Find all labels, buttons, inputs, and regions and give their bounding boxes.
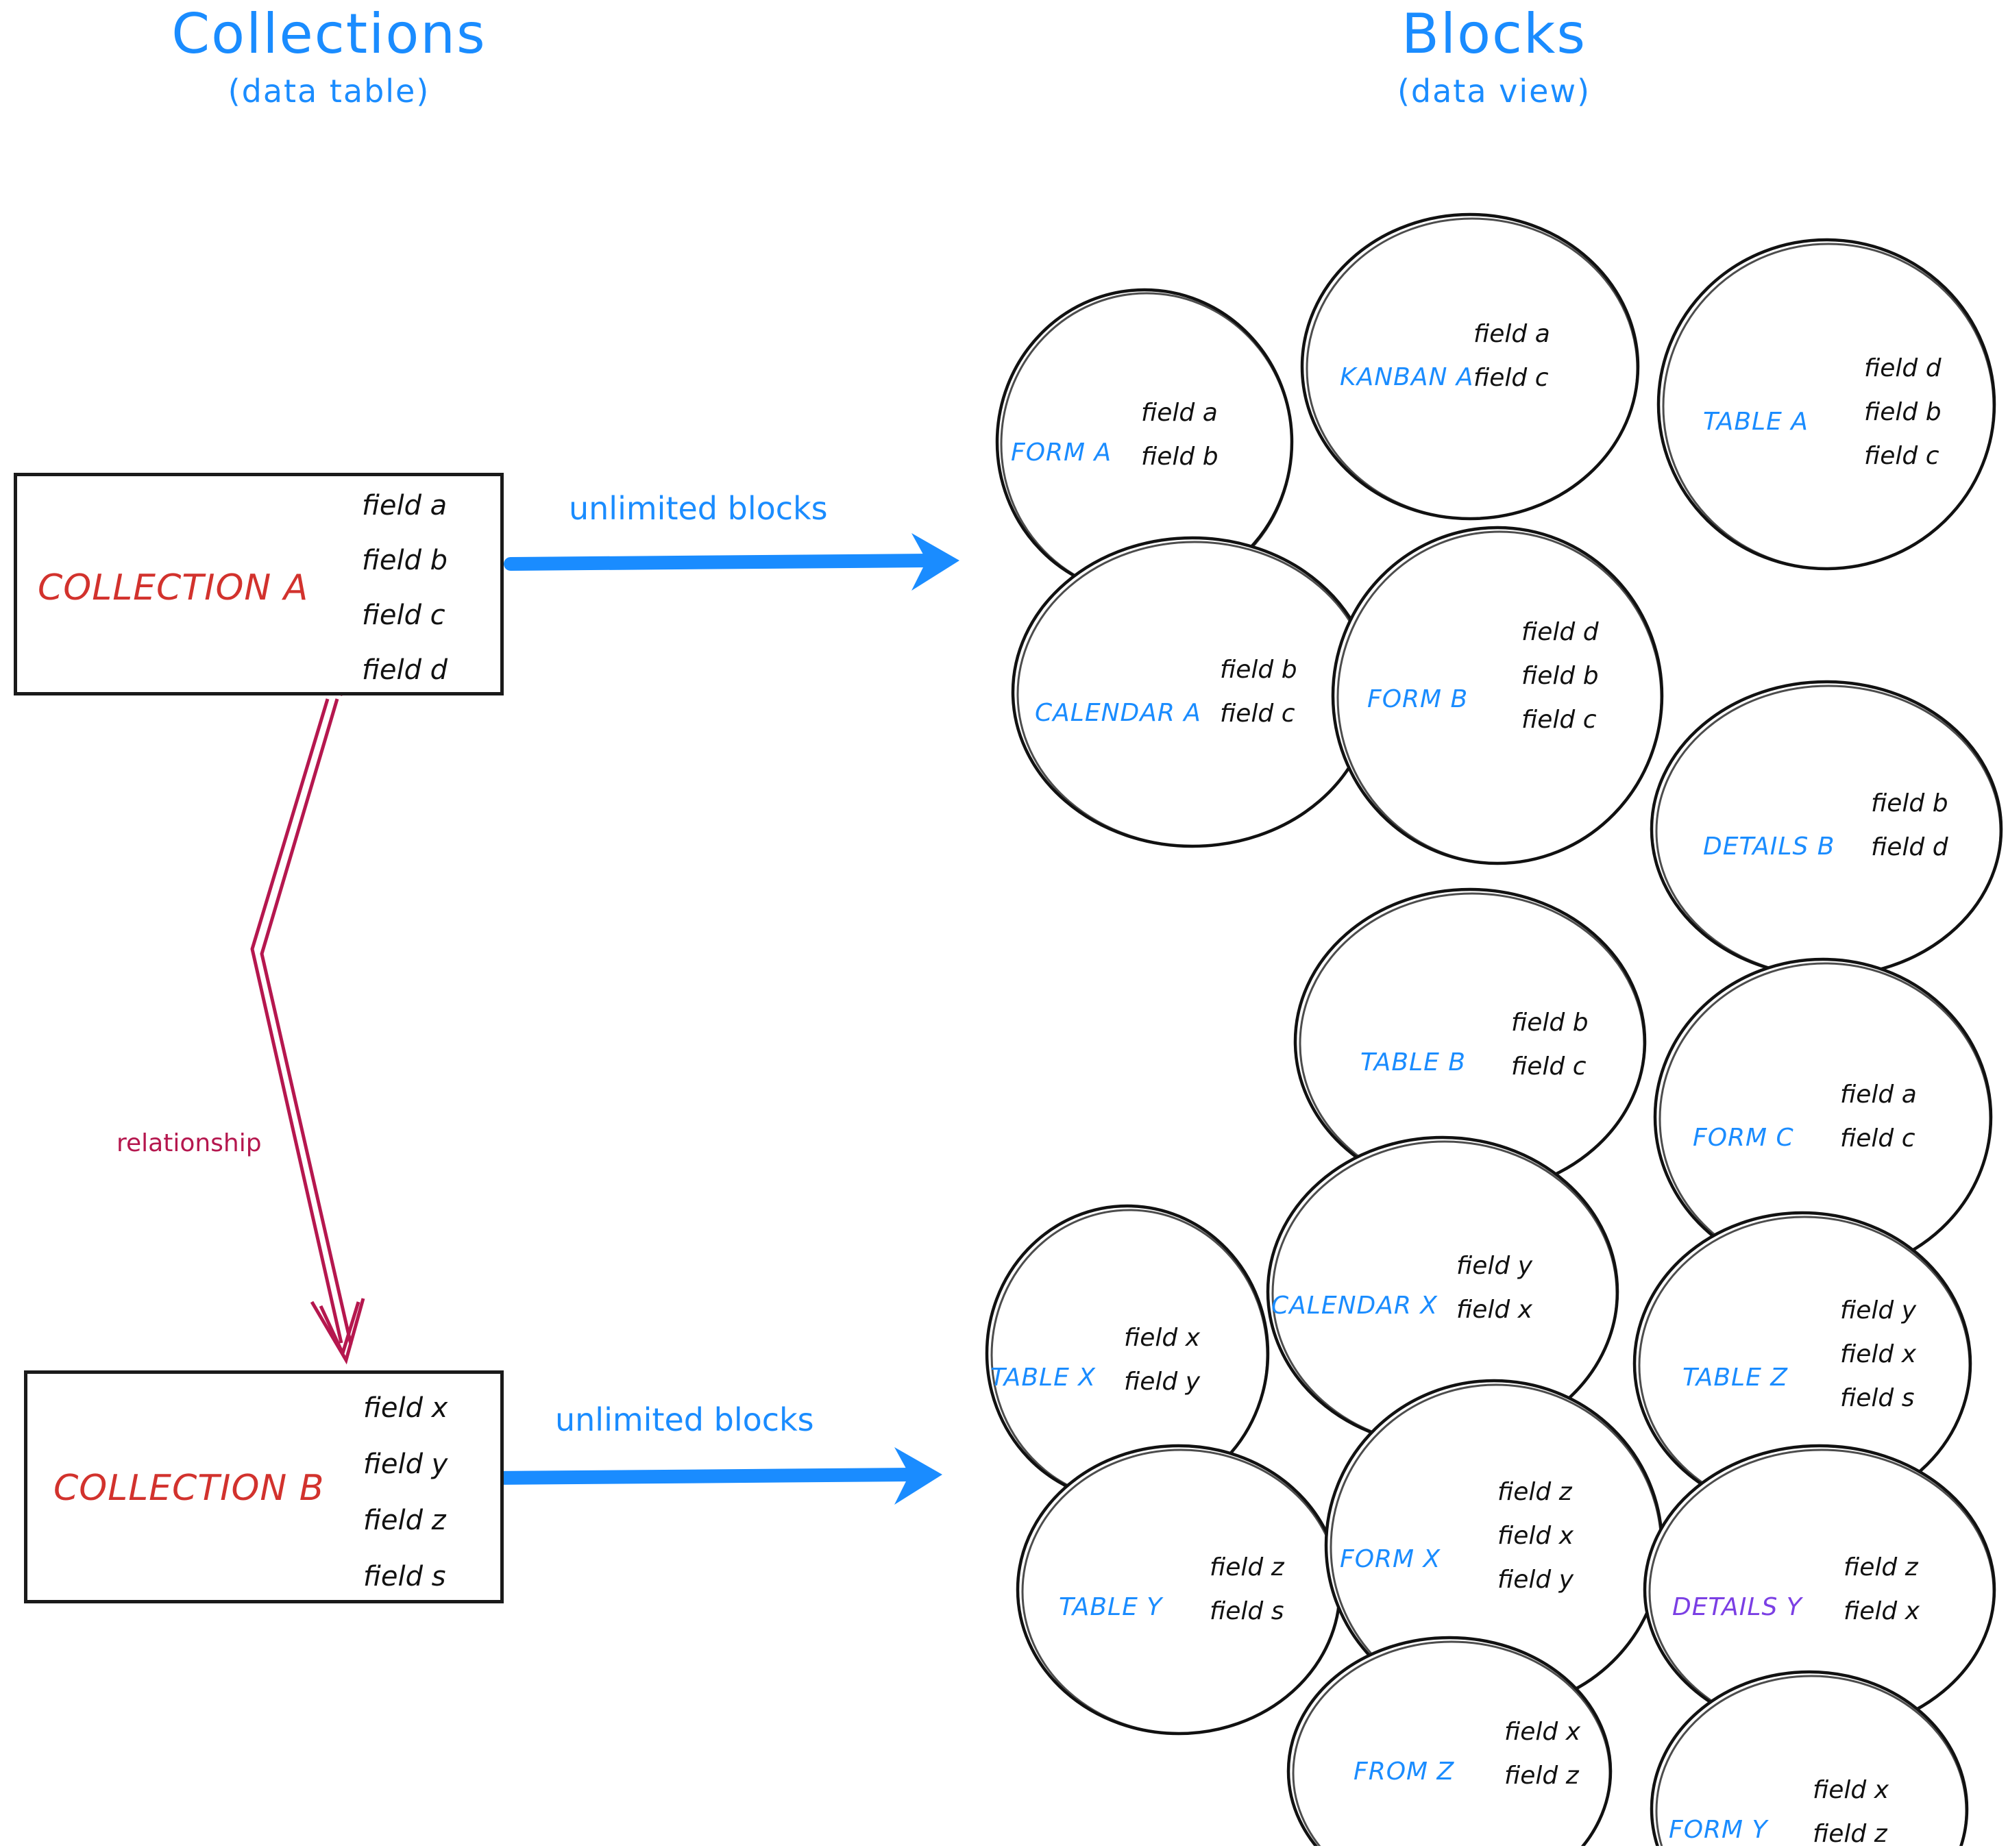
block-label-kanban-a[interactable]: KANBAN A <box>1340 363 1474 391</box>
block-field-list: field b field c <box>1220 658 1297 726</box>
blocks-subtitle: (data view) <box>1397 73 1591 110</box>
block-field: field a <box>1141 399 1218 427</box>
relationship-label: relationship <box>117 1129 262 1157</box>
block-field-list: field z field x field y <box>1497 1480 1574 1592</box>
block-field: field a <box>1840 1081 1917 1109</box>
block-field: field x <box>1504 1718 1581 1746</box>
unlimited-blocks-label-a: unlimited blocks <box>569 490 828 527</box>
block-field: field z <box>1504 1762 1579 1790</box>
block-field: field d <box>1521 618 1599 646</box>
collection-b-field-list: field x field y field z field s <box>363 1394 448 1619</box>
unlimited-blocks-arrow-2 <box>487 1447 942 1505</box>
block-field: field y <box>1124 1368 1201 1396</box>
block-field: field y <box>1497 1566 1574 1594</box>
block-field-list: field a field c <box>1840 1083 1917 1151</box>
collection-a-field-list: field a field b field c field d <box>362 492 448 711</box>
block-field-list: field b field c <box>1511 1011 1589 1079</box>
block-field: field x <box>1840 1340 1917 1368</box>
block-field-list: field x field z <box>1813 1778 1889 1847</box>
block-field: field d <box>1871 833 1948 861</box>
block-field: field y <box>1840 1296 1917 1325</box>
block-label-from-z[interactable]: FROM Z <box>1354 1758 1455 1786</box>
block-field-list: field x field z <box>1504 1720 1580 1788</box>
block-field: field b <box>1220 656 1297 684</box>
block-label-form-x[interactable]: FORM X <box>1340 1545 1441 1573</box>
block-label-table-z[interactable]: TABLE Z <box>1682 1364 1788 1392</box>
field-item: field d <box>362 654 448 686</box>
block-field: field b <box>1871 789 1948 817</box>
block-field: field c <box>1511 1052 1587 1081</box>
block-field: field b <box>1141 443 1219 471</box>
field-item: field x <box>363 1392 448 1424</box>
block-field-list: field d field b field c <box>1864 356 1942 469</box>
block-field: field c <box>1521 706 1597 734</box>
block-field-list: field d field b field c <box>1521 620 1599 732</box>
collection-b-box[interactable] <box>24 1370 504 1603</box>
blocks-title: Blocks <box>1401 2 1587 66</box>
block-field: field c <box>1840 1124 1915 1153</box>
block-field-list: field a field c <box>1473 322 1550 391</box>
block-field: field a <box>1473 320 1550 348</box>
block-field-list: field z field s <box>1210 1555 1284 1624</box>
block-field-list: field z field x <box>1844 1555 1920 1624</box>
block-field: field b <box>1521 662 1599 690</box>
collection-a-box[interactable] <box>14 473 504 695</box>
block-field-list: field b field d <box>1871 791 1948 860</box>
block-label-calendar-x[interactable]: CALENDAR X <box>1271 1292 1438 1320</box>
block-field: field s <box>1210 1597 1284 1625</box>
block-field: field b <box>1864 398 1942 426</box>
collection-a-name: COLLECTION A <box>38 567 309 608</box>
block-field: field x <box>1813 1776 1889 1804</box>
block-label-table-a[interactable]: TABLE A <box>1703 408 1809 436</box>
field-item: field z <box>363 1505 446 1536</box>
block-field-list: field x field y <box>1124 1326 1200 1394</box>
block-field: field z <box>1813 1820 1887 1848</box>
block-label-form-c[interactable]: FORM C <box>1693 1124 1794 1152</box>
unlimited-blocks-arrow-1 <box>504 533 959 591</box>
block-field: field d <box>1864 354 1942 382</box>
field-item: field c <box>362 600 445 631</box>
block-field-list: field y field x <box>1456 1254 1532 1322</box>
blocks-cluster-b-shapes <box>985 1135 1996 1846</box>
block-label-table-x[interactable]: TABLE X <box>990 1364 1096 1392</box>
block-label-table-b[interactable]: TABLE B <box>1360 1048 1466 1076</box>
block-field: field z <box>1497 1478 1572 1506</box>
field-item: field s <box>363 1561 446 1592</box>
block-field: field s <box>1840 1384 1915 1412</box>
block-field: field x <box>1124 1324 1201 1352</box>
block-field: field c <box>1473 364 1549 392</box>
relationship-connector <box>250 698 365 1365</box>
block-field: field c <box>1864 442 1939 470</box>
unlimited-blocks-label-b: unlimited blocks <box>555 1401 814 1438</box>
block-field: field z <box>1844 1553 1918 1581</box>
block-field: field y <box>1456 1252 1533 1280</box>
block-label-table-y[interactable]: TABLE Y <box>1059 1593 1163 1621</box>
block-field-list: field a field b <box>1141 401 1219 469</box>
field-item: field a <box>362 490 448 521</box>
block-label-form-b[interactable]: FORM B <box>1367 685 1469 713</box>
block-field: field b <box>1511 1009 1589 1037</box>
block-label-form-y[interactable]: FORM Y <box>1669 1816 1768 1844</box>
block-field: field c <box>1220 700 1295 728</box>
collections-subtitle: (data table) <box>228 73 430 110</box>
field-item: field b <box>362 545 448 576</box>
block-field: field x <box>1456 1296 1533 1324</box>
block-label-calendar-a[interactable]: CALENDAR A <box>1035 699 1201 727</box>
block-field: field z <box>1210 1553 1284 1581</box>
collection-b-name: COLLECTION B <box>53 1468 325 1509</box>
block-label-form-a[interactable]: FORM A <box>1011 439 1112 467</box>
block-field: field x <box>1844 1597 1920 1625</box>
block-field: field x <box>1497 1522 1574 1550</box>
block-field-list: field y field x field s <box>1840 1298 1916 1411</box>
block-label-details-b[interactable]: DETAILS B <box>1703 833 1835 861</box>
collections-title: Collections <box>171 2 487 66</box>
field-item: field y <box>363 1449 448 1480</box>
block-label-details-y[interactable]: DETAILS Y <box>1672 1593 1802 1621</box>
